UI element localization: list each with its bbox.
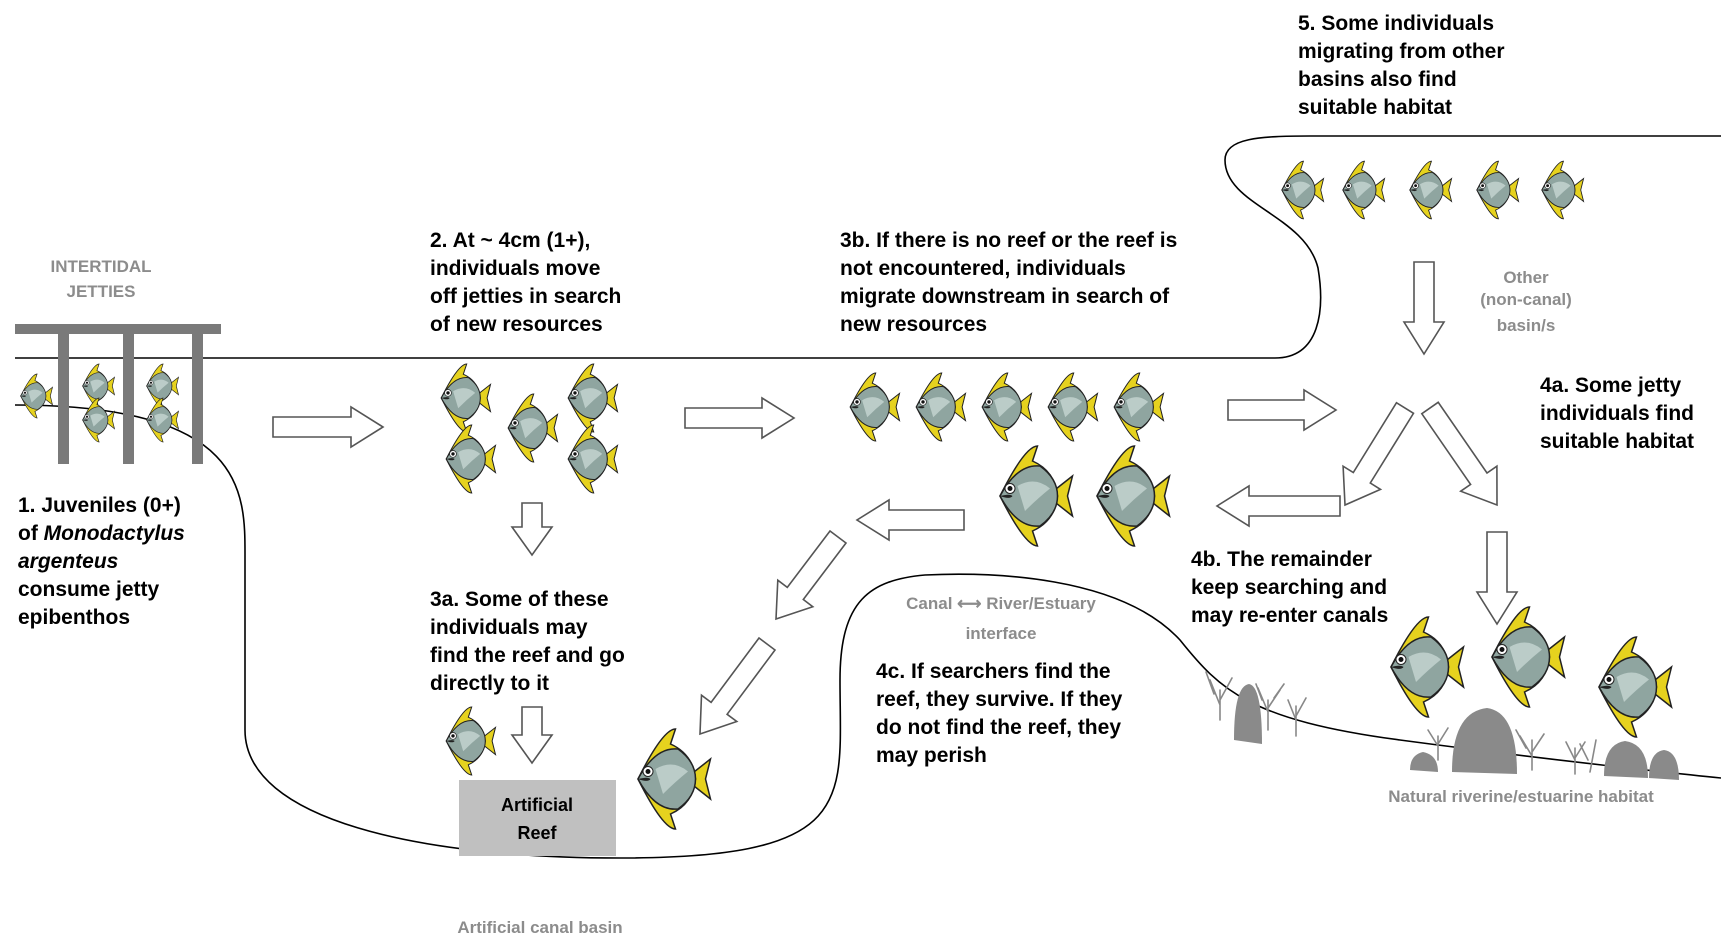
fish-icon — [567, 363, 619, 433]
step-3a-text: 3a. Some of these individuals may find t… — [430, 588, 631, 695]
fish-icon — [981, 372, 1033, 442]
step-5-text: 5. Some individuals migrating from other… — [1298, 12, 1510, 119]
fish-icon — [1096, 445, 1171, 547]
fish-icon — [146, 363, 179, 409]
canal-interface-label-1: Canal ⟷ River/Estuary — [906, 594, 1096, 613]
fish-icon — [445, 706, 497, 776]
fish-icon — [440, 363, 492, 433]
rock-icon — [1604, 741, 1648, 778]
fish-icon — [1491, 606, 1566, 708]
fish-icon — [146, 397, 179, 443]
fish-icon — [915, 372, 967, 442]
arrow-icon — [1215, 484, 1341, 528]
step-4b-text: 4b. The remainder keep searching and may… — [1191, 548, 1393, 627]
fish-icon — [82, 397, 115, 443]
fish-icon — [1409, 160, 1453, 220]
rock-icon — [1649, 750, 1679, 780]
fish-icon — [1113, 372, 1165, 442]
canal-interface-label-2: interface — [966, 624, 1037, 643]
canal-basin-outline — [14, 404, 1721, 859]
fish-icon — [1281, 160, 1325, 220]
arrow-icon — [510, 706, 554, 765]
upper-bank-outline — [15, 135, 1721, 359]
fish-icon — [1390, 616, 1465, 718]
step-2-text: 2. At ~ 4cm (1+), individuals move off j… — [430, 229, 627, 336]
jetties-label: JETTIES — [67, 282, 136, 301]
fish-icon — [1598, 636, 1673, 738]
fish-icon — [445, 424, 497, 494]
reef-label-2: Reef — [517, 823, 557, 843]
artificial-reef — [459, 780, 616, 856]
fish-icon — [1541, 160, 1585, 220]
arrow-icon — [855, 498, 965, 542]
arrow-icon — [699, 636, 777, 736]
other-basins-label-3: basin/s — [1497, 316, 1556, 335]
fish-icon — [567, 424, 619, 494]
fish-icon — [20, 373, 53, 419]
reef-label-1: Artificial — [501, 795, 573, 815]
fish-icon — [507, 393, 559, 463]
arrow-icon — [1342, 401, 1415, 507]
natural-habitat-vegetation — [1205, 671, 1679, 780]
arrow-icon — [1475, 531, 1519, 626]
arrow-icon — [1402, 261, 1446, 356]
arrow-icon — [510, 502, 554, 557]
fish-icon — [82, 363, 115, 409]
artificial-basin-label: Artificial canal basin — [457, 918, 622, 937]
rock-icon — [1234, 684, 1262, 744]
fish-icon — [637, 728, 712, 830]
coral-icon — [1205, 671, 1597, 775]
intertidal-label: INTERTIDAL — [50, 257, 151, 276]
fish-icon — [999, 445, 1074, 547]
fish-icon — [849, 372, 901, 442]
rock-icon — [1452, 708, 1517, 774]
arrow-icon — [775, 529, 848, 621]
natural-habitat-label: Natural riverine/estuarine habitat — [1388, 787, 1654, 806]
arrow-icon — [1227, 388, 1338, 432]
arrow-icon — [1420, 401, 1498, 507]
fish-icon — [1047, 372, 1099, 442]
arrow-icon — [272, 405, 385, 449]
arrow-icon — [684, 396, 796, 440]
step-4a-text: 4a. Some jetty individuals find suitable… — [1540, 374, 1700, 453]
other-basins-label-2: (non-canal) — [1480, 290, 1572, 309]
rock-icon — [1410, 752, 1438, 772]
fish-icon — [1342, 160, 1386, 220]
jetty-icon — [15, 324, 221, 464]
step-3b-text: 3b. If there is no reef or the reef is n… — [840, 229, 1183, 336]
step-4c-text: 4c. If searchers find the reef, they sur… — [876, 660, 1128, 767]
step-1-text: 1. Juveniles (0+) of Monodactylus argent… — [18, 494, 191, 629]
other-basins-label-1: Other — [1503, 268, 1549, 287]
fish-icon — [1476, 160, 1520, 220]
